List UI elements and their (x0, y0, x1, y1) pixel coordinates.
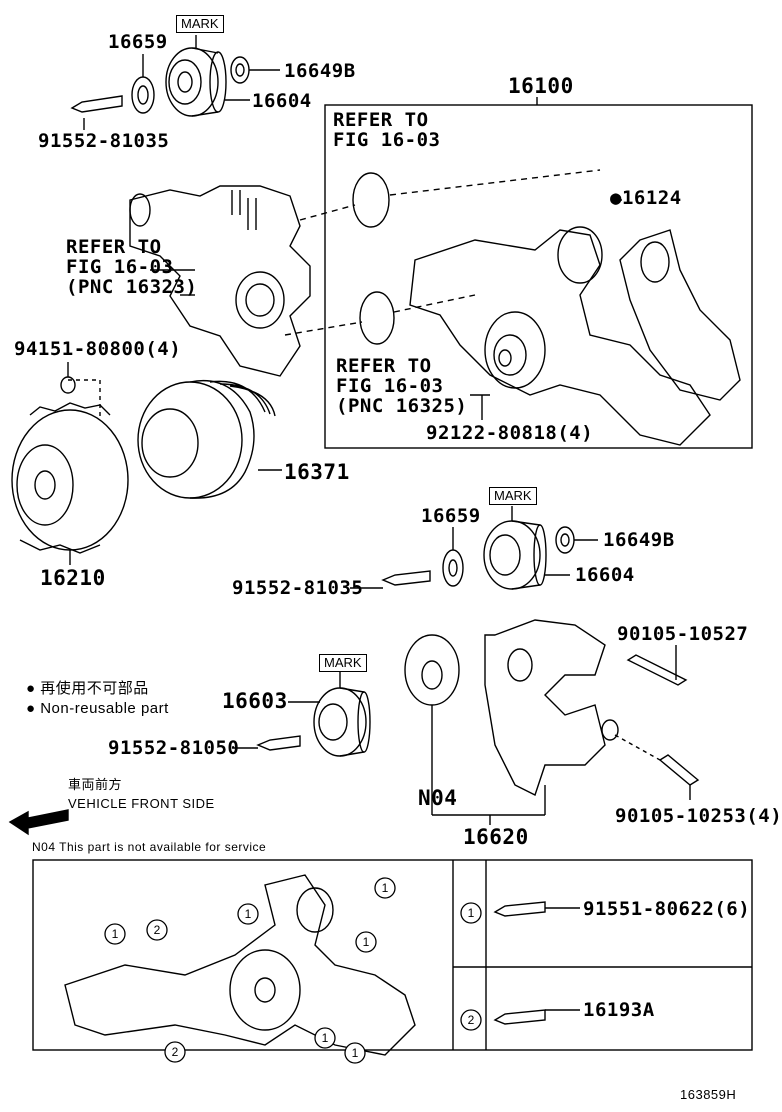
bolt-90105-10527 (626, 654, 688, 686)
bolt-91552-81035-mid (381, 570, 431, 586)
label-16659-mid: 16659 (421, 505, 481, 527)
bolt-table-frame (32, 859, 753, 1051)
callout-text: 2 (468, 1013, 475, 1027)
refer-lower-line2: FIG 16-03 (336, 375, 444, 397)
water-pump-16100 (409, 229, 711, 446)
label-16604-top: 16604 (252, 90, 312, 112)
tensioner-16620 (484, 619, 606, 796)
fan-clutch-16210 (11, 409, 129, 551)
callout-text: 2 (154, 923, 161, 937)
callout-text: 1 (363, 935, 370, 949)
front-side-jp: 車両前方 (68, 777, 123, 792)
label-16100: 16100 (508, 74, 574, 98)
label-16603: 16603 (222, 689, 288, 713)
bolt-91552-81035-top (70, 95, 123, 113)
refer-left-line3: (PNC 16323) (66, 276, 198, 298)
refer-upper-line2: FIG 16-03 (333, 129, 441, 151)
gasket-16124 (619, 229, 741, 401)
mark-badge-mid: MARK (489, 487, 537, 506)
callout-text: 1 (245, 907, 252, 921)
callout-circle (344, 1042, 366, 1064)
fan-pulley-16371 (137, 381, 243, 499)
callout-text: 1 (322, 1031, 329, 1045)
refer-left-line2: FIG 16-03 (66, 256, 174, 278)
callout-circle (355, 931, 377, 953)
refer-lower-line1: REFER TO (336, 355, 432, 377)
bolt-90105-10253 (658, 754, 700, 786)
callout-texts: 1 2 1 1 1 1 1 2 1 2 (112, 881, 475, 1060)
label-91551: 91551-80622(6) (583, 898, 751, 920)
assembly-16100-box (324, 104, 753, 449)
refer-upper-line1: REFER TO (333, 109, 429, 131)
label-92122: 92122-80818(4) (426, 422, 594, 444)
water-inlet-housing (129, 185, 311, 377)
note-n04: N04 This part is not available for servi… (32, 840, 267, 854)
bolt-16193a (493, 1009, 546, 1025)
idler-pulley-16604-mid (483, 520, 541, 590)
mark-badge-top: MARK (176, 15, 224, 34)
label-91552-81050: 91552-81050 (108, 737, 240, 759)
label-16124: ●16124 (610, 187, 682, 209)
label-16371: 16371 (284, 460, 350, 484)
callout-circle (104, 923, 126, 945)
o-ring-lower (359, 291, 395, 345)
washer-16649b-top (230, 56, 250, 84)
tensioner-pulley (404, 634, 460, 706)
callout-text: 1 (112, 927, 119, 941)
callout-circle (460, 1009, 482, 1031)
front-arrow (8, 809, 69, 836)
legend-jp: ● 再使用不可部品 (26, 680, 149, 697)
washer-16659-mid (442, 549, 464, 587)
washer-16659-top (131, 76, 155, 114)
callout-circle (314, 1027, 336, 1049)
callout-circle (164, 1041, 186, 1063)
figure-id: 163859H (680, 1087, 737, 1102)
callout-circles (104, 877, 482, 1064)
label-16649b-mid: 16649B (603, 529, 675, 551)
label-16604-mid: 16604 (575, 564, 635, 586)
label-90105-10527: 90105-10527 (617, 623, 749, 645)
label-16210: 16210 (40, 566, 106, 590)
refer-left-line1: REFER TO (66, 236, 162, 258)
callout-circle (146, 919, 168, 941)
callout-text: 2 (172, 1045, 179, 1059)
o-ring-upper (352, 172, 390, 228)
label-n04: N04 (418, 786, 458, 810)
callout-circle (460, 902, 482, 924)
front-side-en: VEHICLE FRONT SIDE (68, 796, 215, 811)
callout-circle (237, 903, 259, 925)
label-91552-81035-mid: 91552-81035 (232, 577, 364, 599)
label-16620: 16620 (463, 825, 529, 849)
callout-text: 1 (382, 881, 389, 895)
bolt-91551 (493, 901, 546, 917)
label-16193a: 16193A (583, 999, 655, 1021)
refer-lower-line3: (PNC 16325) (336, 395, 468, 417)
label-16649b-top: 16649B (284, 60, 356, 82)
label-16659-top: 16659 (108, 31, 168, 53)
mark-badge-low: MARK (319, 654, 367, 673)
pump-gasket-outline (64, 874, 416, 1056)
label-94151: 94151-80800(4) (14, 338, 182, 360)
washer-16649b-mid (555, 526, 575, 554)
callout-circle (374, 877, 396, 899)
callout-text: 1 (468, 906, 475, 920)
label-90105-10253: 90105-10253(4) (615, 805, 782, 827)
legend-en: ● Non-reusable part (26, 700, 169, 717)
label-91552-81035-top: 91552-81035 (38, 130, 170, 152)
parts-diagram: 1 2 1 1 1 1 1 2 1 2 (8, 35, 753, 1064)
bolt-91552-81050 (256, 735, 301, 751)
callout-text: 1 (352, 1046, 359, 1060)
